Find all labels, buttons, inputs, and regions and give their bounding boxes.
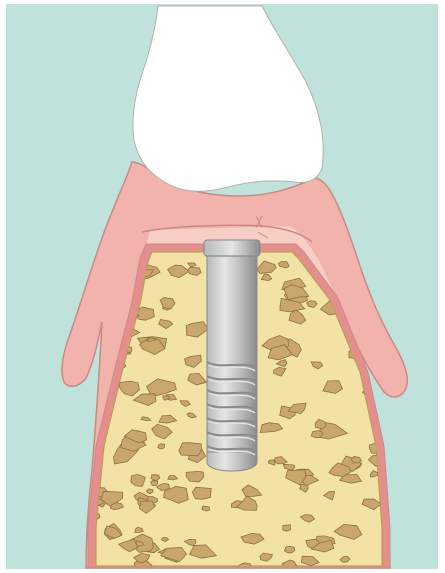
implant-cover-cap [204, 240, 260, 256]
trabecular-space [179, 443, 202, 456]
trabecular-space [158, 444, 165, 449]
trabecular-space [311, 431, 322, 438]
trabecular-space [202, 506, 210, 511]
implant-apex [207, 452, 257, 471]
trabecular-space [151, 481, 158, 486]
trabecular-space [284, 546, 294, 553]
dental-implant [204, 240, 260, 471]
trabecular-space [192, 487, 211, 499]
trabecular-space [283, 525, 291, 532]
implant-body [207, 246, 257, 464]
